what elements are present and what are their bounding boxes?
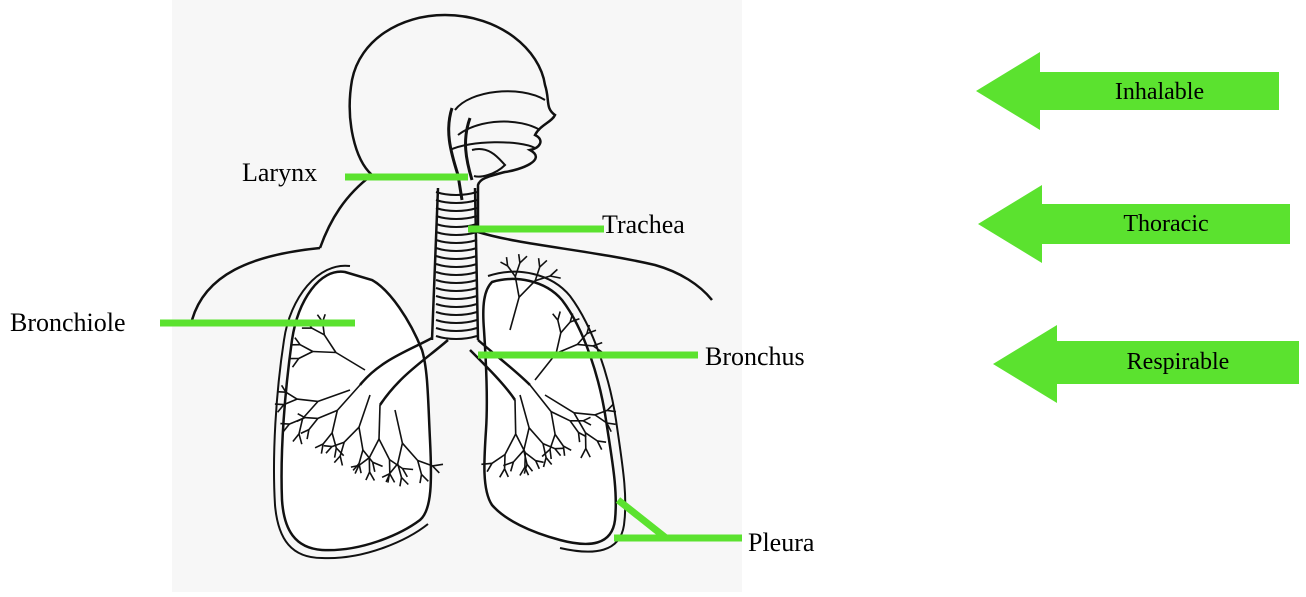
label-larynx: Larynx: [242, 160, 317, 186]
arrow-label-inhalable: Inhalable: [1040, 80, 1279, 104]
arrow-label-respirable: Respirable: [1057, 350, 1299, 374]
label-bronchiole: Bronchiole: [10, 310, 126, 336]
bronchiole-branch: [313, 352, 336, 353]
bronchiole-branch: [403, 469, 414, 470]
bronchiole-branch: [579, 433, 580, 443]
bronchiole-branch: [539, 258, 540, 267]
bronchiole-branch: [305, 418, 318, 419]
bronchiole-branch: [275, 404, 284, 405]
label-bronchus: Bronchus: [705, 344, 805, 370]
bronchiole-branch: [280, 424, 289, 425]
bronchiole-branch: [379, 405, 380, 439]
label-pleura: Pleura: [748, 530, 814, 556]
bronchiole-branch: [277, 392, 286, 393]
bronchiole-branch: [324, 446, 332, 447]
bronchiole-branch: [515, 400, 516, 434]
label-trachea: Trachea: [602, 212, 685, 238]
arrow-label-thoracic: Thoracic: [1042, 212, 1290, 236]
illustration-background: [172, 0, 742, 592]
bronchiole-branch: [481, 463, 492, 464]
